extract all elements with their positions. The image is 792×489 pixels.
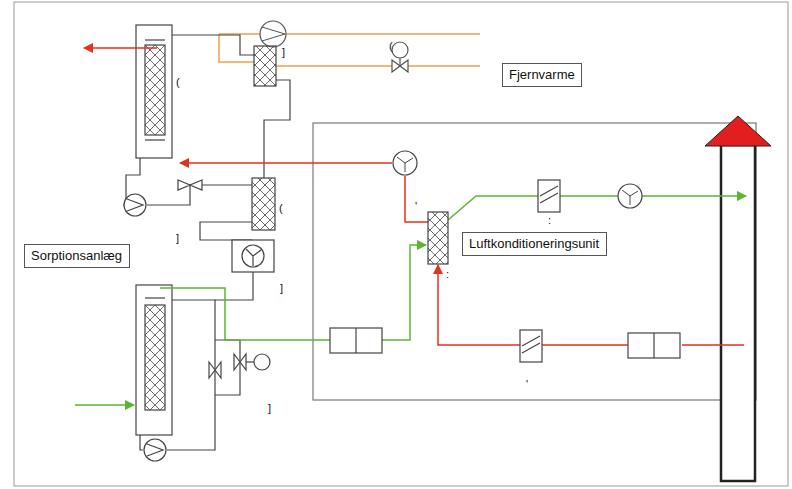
box-label: Fjernvarme: [509, 67, 575, 83]
callout-mark: ]: [282, 46, 285, 58]
box-label: Luftkonditioneringsunit: [469, 236, 600, 252]
callout-mark: :: [548, 214, 551, 226]
label-box: Fjernvarme: [502, 63, 582, 87]
label-box: Luftkonditioneringsunit: [462, 232, 607, 256]
callout-mark: (: [279, 202, 283, 214]
callout-mark: ]: [280, 282, 283, 294]
callout-mark: (: [176, 76, 180, 88]
callout-mark: ]: [268, 402, 271, 414]
label-box: Sorptionsanlæg: [24, 244, 130, 268]
callout-mark: ]: [176, 232, 179, 244]
callout-mark: :: [446, 268, 449, 280]
callout-mark: ': [526, 378, 528, 390]
callout-mark: (: [389, 40, 393, 52]
box-label: Sorptionsanlæg: [31, 248, 123, 264]
callout-mark: ': [415, 200, 417, 212]
